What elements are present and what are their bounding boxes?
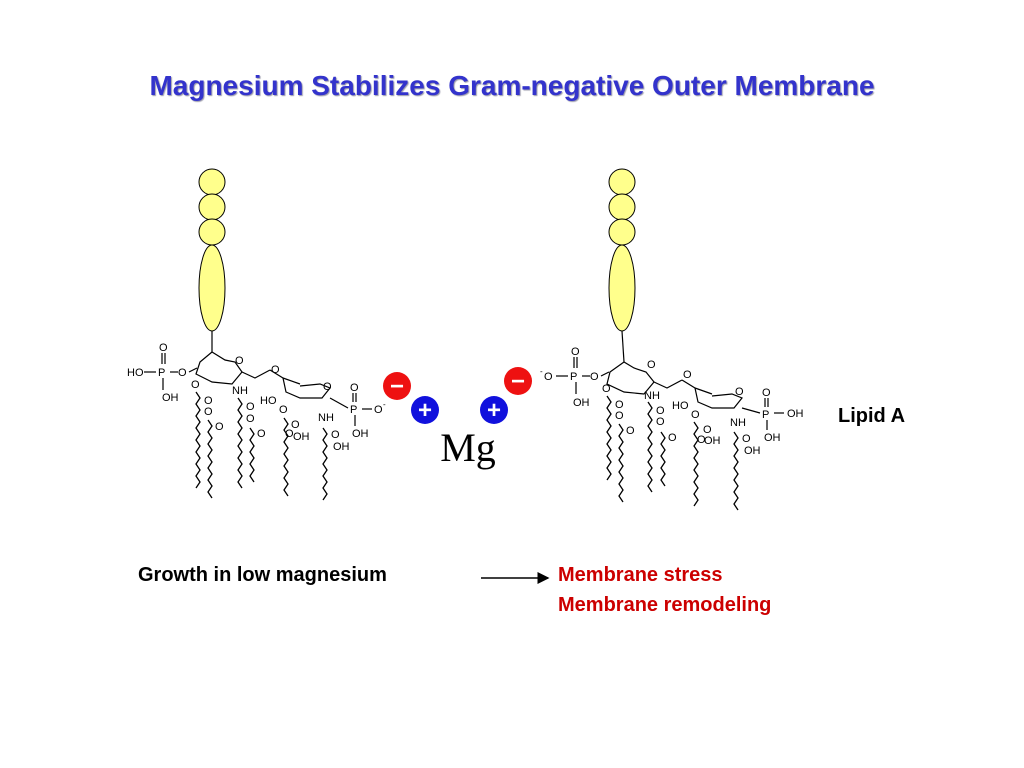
atom-ring-o: O <box>735 386 744 398</box>
atom-oh: OH <box>573 397 590 409</box>
positive-charge-left: + <box>411 396 439 424</box>
atom-ho: HO <box>127 367 144 379</box>
positive-charge-right: + <box>480 396 508 424</box>
atom-nh: NH <box>318 412 334 424</box>
chain-o: O <box>656 416 665 428</box>
chain-o: O <box>291 419 300 431</box>
effect-membrane-stress: Membrane stress <box>558 564 723 586</box>
atom-p: P <box>570 371 577 383</box>
acyl-chains-left <box>195 391 328 501</box>
svg-text:−: − <box>390 373 404 400</box>
chain-o: O <box>246 413 255 425</box>
chain-o: O <box>742 433 751 445</box>
chain-o: O <box>615 399 624 411</box>
magnesium-ion-label: Mg <box>440 425 496 470</box>
chain-oh: OH <box>333 441 350 453</box>
atom-oh: OH <box>787 408 804 420</box>
chain-o: O <box>668 432 677 444</box>
atom-glycosidic-o: O <box>271 364 280 376</box>
slide-title: Magnesium Stabilizes Gram-negative Outer… <box>149 70 875 101</box>
atom-o: O <box>602 383 611 395</box>
atom-o: O <box>279 404 288 416</box>
atom-oh: OH <box>162 392 179 404</box>
atom-o-minus: O <box>374 404 383 416</box>
acyl-chains-right <box>606 395 739 511</box>
atom-oh: OH <box>352 428 369 440</box>
sugar-bead-2 <box>198 193 226 221</box>
sugar-bead-2 <box>608 193 636 221</box>
atom-ring-o: O <box>235 355 244 367</box>
atom-o: O <box>350 382 359 394</box>
atom-nh: NH <box>644 390 660 402</box>
charge-superscript: - <box>540 367 543 376</box>
cause-label: Growth in low magnesium <box>138 564 387 586</box>
sugar-bead-3 <box>608 218 636 246</box>
core-oligosaccharide <box>198 244 226 332</box>
sugar-bead-3 <box>198 218 226 246</box>
core-oligosaccharide <box>608 244 636 332</box>
atom-p: P <box>762 409 769 421</box>
lipid-a-left: O HO P O OH O O O O NH HO O NH O P O - O… <box>127 168 386 501</box>
chain-o: O <box>697 434 706 446</box>
charge-superscript: - <box>383 400 386 409</box>
atom-ring-o: O <box>323 381 332 393</box>
effect-membrane-remodeling: Membrane remodeling <box>558 594 772 616</box>
chain-o: O <box>257 428 266 440</box>
chain-o: O <box>215 421 224 433</box>
chain-o: O <box>703 424 712 436</box>
atom-glycosidic-o: O <box>683 369 692 381</box>
chain-o: O <box>331 429 340 441</box>
atom-nh: NH <box>730 417 746 429</box>
atom-o: O <box>178 367 187 379</box>
chain-o: O <box>626 425 635 437</box>
negative-charge-right: − <box>504 367 532 395</box>
atom-p: P <box>158 367 165 379</box>
sugar-bead-1 <box>198 168 226 196</box>
chain-o: O <box>285 428 294 440</box>
chain-oh: OH <box>293 431 310 443</box>
atom-o: O <box>159 342 168 354</box>
negative-charge-left: − <box>383 372 411 400</box>
chain-o: O <box>204 406 213 418</box>
atom-o-minus: O <box>544 371 553 383</box>
atom-o: O <box>590 371 599 383</box>
lipid-a-label: Lipid A <box>838 405 906 427</box>
atom-p: P <box>350 404 357 416</box>
atom-o: O <box>762 387 771 399</box>
atom-o: O <box>691 409 700 421</box>
chain-o: O <box>656 405 665 417</box>
svg-text:+: + <box>418 397 432 424</box>
atom-o: O <box>191 379 200 391</box>
chain-o: O <box>204 395 213 407</box>
svg-text:+: + <box>487 397 501 424</box>
sugar-bead-1 <box>608 168 636 196</box>
atom-ho: HO <box>260 395 277 407</box>
atom-ho: HO <box>672 400 689 412</box>
atom-oh: OH <box>764 432 781 444</box>
chain-oh: OH <box>704 435 721 447</box>
chain-o: O <box>246 401 255 413</box>
atom-nh: NH <box>232 385 248 397</box>
atom-o: O <box>571 346 580 358</box>
svg-text:−: − <box>511 368 525 395</box>
atom-ring-o: O <box>647 359 656 371</box>
chain-oh: OH <box>744 445 761 457</box>
lipid-a-right: - O O P O OH O O O O NH HO O NH O P OH O… <box>540 168 804 511</box>
chain-o: O <box>615 410 624 422</box>
